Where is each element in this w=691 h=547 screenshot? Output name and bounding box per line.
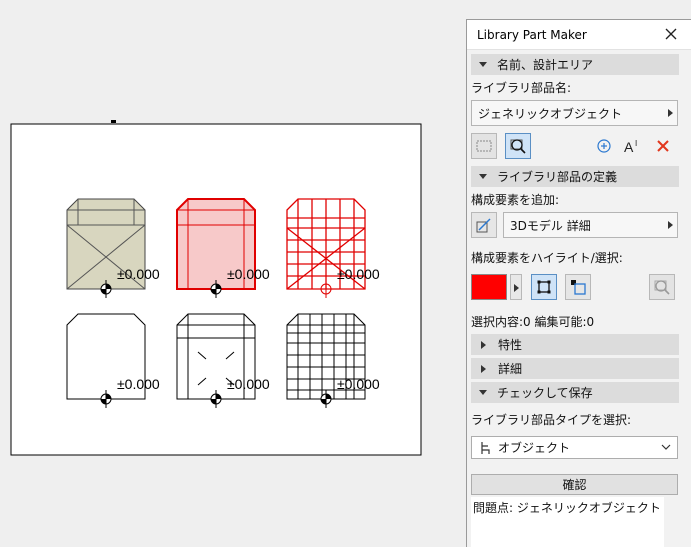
origin-marker-icon xyxy=(320,280,332,298)
chevron-down-icon xyxy=(479,390,487,395)
section-details[interactable]: 詳細 xyxy=(471,358,679,379)
svg-text:A: A xyxy=(624,139,634,155)
delete-icon[interactable] xyxy=(655,138,671,154)
highlight-select-label: 構成要素をハイライト/選択: xyxy=(471,251,623,265)
chevron-down-icon xyxy=(479,62,487,67)
component-type-dropdown[interactable]: 3Dモデル 詳細 xyxy=(503,212,678,238)
object-outline[interactable] xyxy=(66,313,146,400)
elevation-label: ±0.000 xyxy=(227,266,270,282)
origin-marker-icon xyxy=(100,390,112,408)
origin-marker-icon xyxy=(100,280,112,298)
boundary-tool-button[interactable] xyxy=(471,133,497,159)
add-component-label: 構成要素を追加: xyxy=(471,193,560,207)
part-type-select[interactable]: オブジェクト xyxy=(471,436,678,459)
library-part-name-value: ジェネリックオブジェクト xyxy=(478,106,623,121)
panel-titlebar[interactable]: Library Part Maker xyxy=(467,20,691,50)
object-chair-icon xyxy=(481,441,490,454)
text-style-icon[interactable]: A I xyxy=(623,137,643,155)
canvas-drawing: ±0.000 ±0.000 ±0.000 ±0.000 ±0.000 ±0.00… xyxy=(10,120,422,456)
selection-info: 選択内容:0 編集可能:0 xyxy=(471,315,595,329)
elevation-label: ±0.000 xyxy=(227,376,270,392)
section-label: ライブラリ部品の定義 xyxy=(497,170,618,184)
panel-title: Library Part Maker xyxy=(477,27,587,42)
elevation-label: ±0.000 xyxy=(117,266,160,282)
issues-text: 問題点: ジェネリックオブジェクト xyxy=(471,497,664,547)
origin-marker-icon xyxy=(210,280,222,298)
chevron-down-icon xyxy=(479,174,487,179)
part-type-label: ライブラリ部品タイプを選択: xyxy=(471,413,632,427)
object-highlighted-wireframe[interactable] xyxy=(286,198,366,290)
color-dropdown-button[interactable] xyxy=(510,274,522,300)
object-wireframe[interactable] xyxy=(286,313,366,400)
select-subelement-icon xyxy=(571,280,586,295)
frame-marker xyxy=(111,120,116,123)
library-part-maker-panel: Library Part Maker 名前、設計エリア ライブラリ部品名: ジェ… xyxy=(466,19,691,547)
chevron-right-icon xyxy=(481,340,486,349)
chevron-right-icon xyxy=(668,221,673,229)
confirm-button[interactable]: 確認 xyxy=(471,474,678,495)
section-label: チェックして保存 xyxy=(497,386,593,400)
add-component-button[interactable] xyxy=(471,212,497,238)
part-type-value: オブジェクト xyxy=(498,441,571,455)
section-label: 詳細 xyxy=(498,362,523,376)
library-part-name-dropdown[interactable]: ジェネリックオブジェクト xyxy=(471,100,678,126)
component-type-value: 3Dモデル 詳細 xyxy=(510,218,591,233)
section-properties[interactable]: 特性 xyxy=(471,334,679,355)
section-label: 名前、設計エリア xyxy=(497,58,594,72)
section-label: 特性 xyxy=(498,338,523,352)
chevron-right-icon xyxy=(481,364,486,373)
chevron-right-icon xyxy=(668,109,673,117)
elevation-label: ±0.000 xyxy=(337,266,380,282)
section-check-save[interactable]: チェックして保存 xyxy=(471,382,679,403)
select-frame-button[interactable] xyxy=(531,274,557,300)
origin-marker-icon xyxy=(320,390,332,408)
library-part-name-label: ライブラリ部品名: xyxy=(471,81,572,95)
add-component-icon xyxy=(476,218,491,233)
close-icon[interactable] xyxy=(663,26,679,42)
object-hidden-line[interactable] xyxy=(176,313,256,400)
elevation-label: ±0.000 xyxy=(117,376,160,392)
highlight-color-swatch[interactable] xyxy=(471,274,507,300)
elevation-label: ±0.000 xyxy=(337,376,380,392)
zoom-to-button[interactable] xyxy=(505,133,531,159)
zoom-rect-icon xyxy=(510,139,526,154)
select-subelement-button[interactable] xyxy=(565,274,591,300)
svg-text:I: I xyxy=(635,139,637,148)
drawing-canvas[interactable]: ±0.000 ±0.000 ±0.000 ±0.000 ±0.000 ±0.00… xyxy=(0,0,463,547)
zoom-rect-icon xyxy=(654,280,670,295)
select-frame-icon xyxy=(537,280,551,294)
add-circle-icon[interactable] xyxy=(596,138,612,154)
section-name-design-area[interactable]: 名前、設計エリア xyxy=(471,54,679,75)
object-shaded[interactable] xyxy=(66,198,146,290)
zoom-selection-button[interactable] xyxy=(649,274,675,300)
origin-marker-icon xyxy=(210,390,222,408)
object-highlighted-shaded[interactable] xyxy=(176,198,256,290)
section-library-part-definition[interactable]: ライブラリ部品の定義 xyxy=(471,166,679,187)
chevron-down-icon xyxy=(661,444,671,450)
dashed-rect-icon xyxy=(476,140,492,152)
